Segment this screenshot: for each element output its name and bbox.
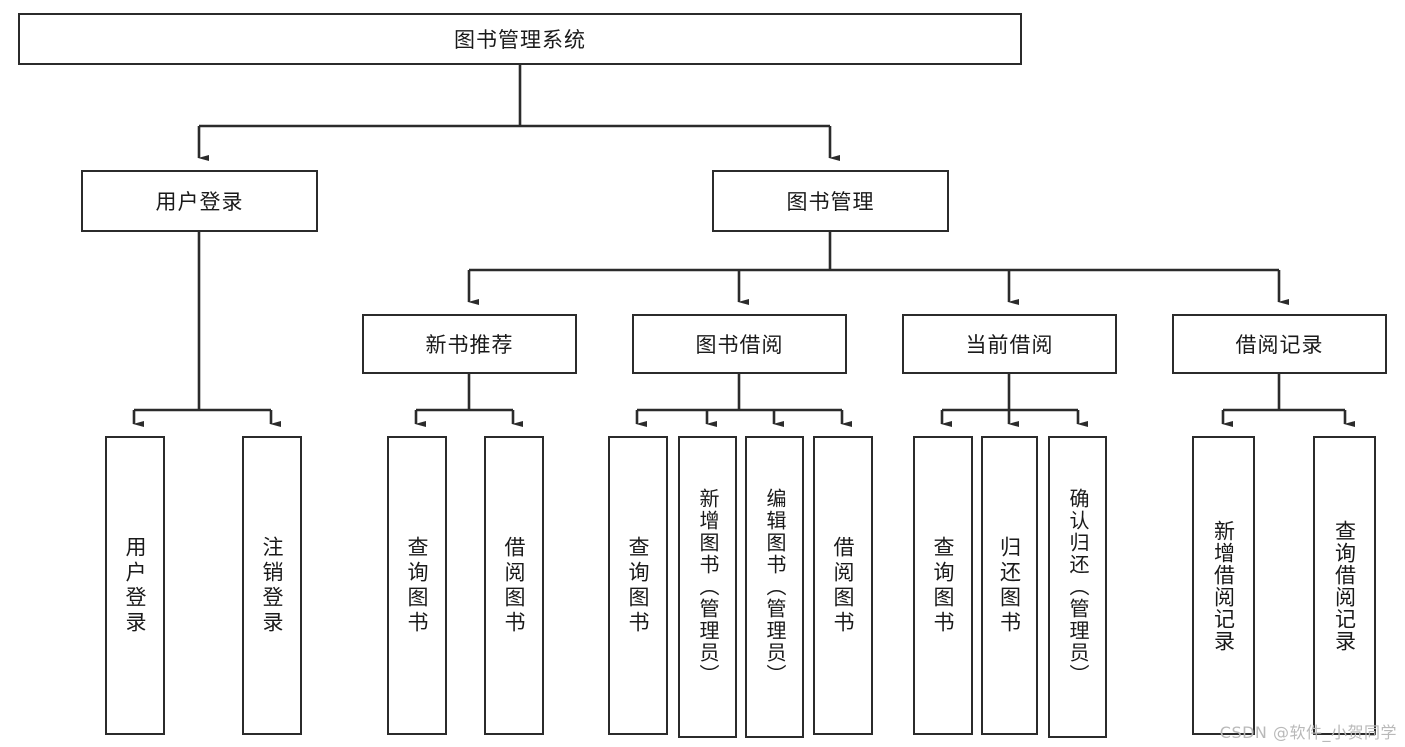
node-label: 新增图书（管理员） bbox=[696, 488, 720, 686]
node-borrow-record[interactable]: 借阅记录 bbox=[1172, 314, 1387, 374]
leaf-book-borrow-borrow-book[interactable]: 借阅图书 bbox=[813, 436, 873, 735]
node-label: 图书借阅 bbox=[695, 333, 784, 357]
node-label: 确认归还（管理员） bbox=[1066, 488, 1090, 686]
node-book-management[interactable]: 图书管理 bbox=[712, 170, 949, 232]
node-current-borrow[interactable]: 当前借阅 bbox=[902, 314, 1117, 374]
node-label: 图书管理 bbox=[786, 190, 875, 214]
node-label: 查询图书 bbox=[405, 535, 430, 636]
leaf-current-borrow-query-book[interactable]: 查询图书 bbox=[913, 436, 973, 735]
node-label: 当前借阅 bbox=[965, 333, 1054, 357]
node-label: 用户登录 bbox=[123, 535, 148, 636]
node-label: 查询图书 bbox=[626, 535, 651, 636]
node-label: 查询图书 bbox=[931, 535, 956, 636]
node-label: 编辑图书（管理员） bbox=[763, 488, 787, 686]
node-user-login[interactable]: 用户登录 bbox=[81, 170, 318, 232]
node-label: 图书管理系统 bbox=[454, 28, 586, 52]
node-label: 新书推荐 bbox=[425, 333, 514, 357]
node-label: 查询借阅记录 bbox=[1332, 519, 1357, 652]
node-root-book-management-system[interactable]: 图书管理系统 bbox=[18, 13, 1022, 65]
leaf-user-login-logout[interactable]: 注销登录 bbox=[242, 436, 302, 735]
leaf-current-borrow-confirm-return-admin[interactable]: 确认归还（管理员） bbox=[1048, 436, 1107, 738]
leaf-book-borrow-add-book-admin[interactable]: 新增图书（管理员） bbox=[678, 436, 737, 738]
leaf-new-book-query-book[interactable]: 查询图书 bbox=[387, 436, 447, 735]
node-label: 注销登录 bbox=[260, 535, 285, 636]
node-book-borrow[interactable]: 图书借阅 bbox=[632, 314, 847, 374]
leaf-borrow-record-add-record[interactable]: 新增借阅记录 bbox=[1192, 436, 1255, 735]
leaf-current-borrow-return-book[interactable]: 归还图书 bbox=[981, 436, 1038, 735]
node-new-book-recommend[interactable]: 新书推荐 bbox=[362, 314, 577, 374]
leaf-borrow-record-query-record[interactable]: 查询借阅记录 bbox=[1313, 436, 1376, 735]
leaf-new-book-borrow-book[interactable]: 借阅图书 bbox=[484, 436, 544, 735]
node-label: 借阅记录 bbox=[1235, 333, 1324, 357]
node-label: 新增借阅记录 bbox=[1211, 519, 1236, 652]
node-label: 借阅图书 bbox=[831, 535, 856, 636]
node-label: 用户登录 bbox=[155, 190, 244, 214]
node-label: 归还图书 bbox=[997, 535, 1022, 636]
leaf-book-borrow-query-book[interactable]: 查询图书 bbox=[608, 436, 668, 735]
leaf-user-login-login[interactable]: 用户登录 bbox=[105, 436, 165, 735]
node-label: 借阅图书 bbox=[502, 535, 527, 636]
leaf-book-borrow-edit-book-admin[interactable]: 编辑图书（管理员） bbox=[745, 436, 804, 738]
